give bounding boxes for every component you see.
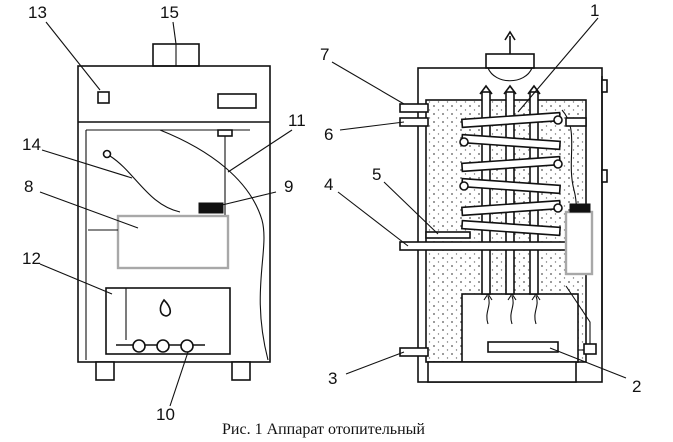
exhaust-hood — [487, 67, 533, 82]
foot — [95, 361, 115, 381]
label-7: 7 — [320, 45, 329, 64]
sensor-block — [569, 203, 591, 213]
label-2: 2 — [632, 377, 641, 396]
foot — [231, 361, 251, 381]
label-11: 11 — [288, 111, 306, 130]
cutaway-edge — [159, 129, 269, 361]
left-labels: 13 15 14 11 9 8 12 10 — [22, 3, 306, 424]
label-3: 3 — [328, 369, 337, 388]
flue-tubes — [479, 84, 541, 295]
label-9: 9 — [284, 177, 293, 196]
flame-icon — [159, 298, 172, 317]
burner-nozzle — [180, 339, 194, 353]
thermostat-head — [217, 129, 233, 137]
label-13: 13 — [28, 3, 47, 22]
burner-nozzle — [132, 339, 146, 353]
gas-valve — [583, 343, 597, 355]
base — [427, 361, 577, 383]
label-4: 4 — [324, 175, 333, 194]
label-5: 5 — [372, 165, 381, 184]
exhaust-outlet — [485, 53, 535, 69]
burner-2 — [487, 341, 559, 353]
label-14: 14 — [22, 135, 41, 154]
left-leaders — [39, 21, 293, 407]
control-knob-13 — [97, 91, 110, 104]
side-tank — [564, 210, 594, 276]
cabinet-body — [77, 65, 271, 363]
pipe-7 — [399, 103, 429, 113]
right-leaders — [331, 17, 627, 379]
label-6: 6 — [324, 125, 333, 144]
pipe-5 — [425, 231, 471, 239]
pipe-3 — [399, 347, 429, 357]
burner-nozzle — [156, 339, 170, 353]
left-apparatus-view — [77, 43, 271, 381]
heat-exchanger-coil-1 — [459, 111, 563, 237]
thermometer-bulb-14 — [102, 149, 112, 159]
capillary-tube-14 — [109, 155, 181, 213]
label-8: 8 — [24, 177, 33, 196]
right-apparatus-section — [399, 30, 608, 383]
pipe-4 — [399, 241, 573, 251]
label-12: 12 — [22, 249, 41, 268]
display-window — [217, 93, 257, 109]
label-10: 10 — [156, 405, 175, 424]
label-15: 15 — [160, 3, 179, 22]
pipe-6 — [399, 117, 429, 127]
figure-caption: Рис. 1 Аппарат отопительный — [222, 421, 425, 438]
sensor-block-9 — [198, 202, 224, 214]
tank-8 — [116, 214, 230, 270]
firebox — [105, 287, 231, 355]
label-1: 1 — [590, 1, 599, 20]
right-labels: 1 7 6 4 5 3 2 — [320, 1, 641, 396]
